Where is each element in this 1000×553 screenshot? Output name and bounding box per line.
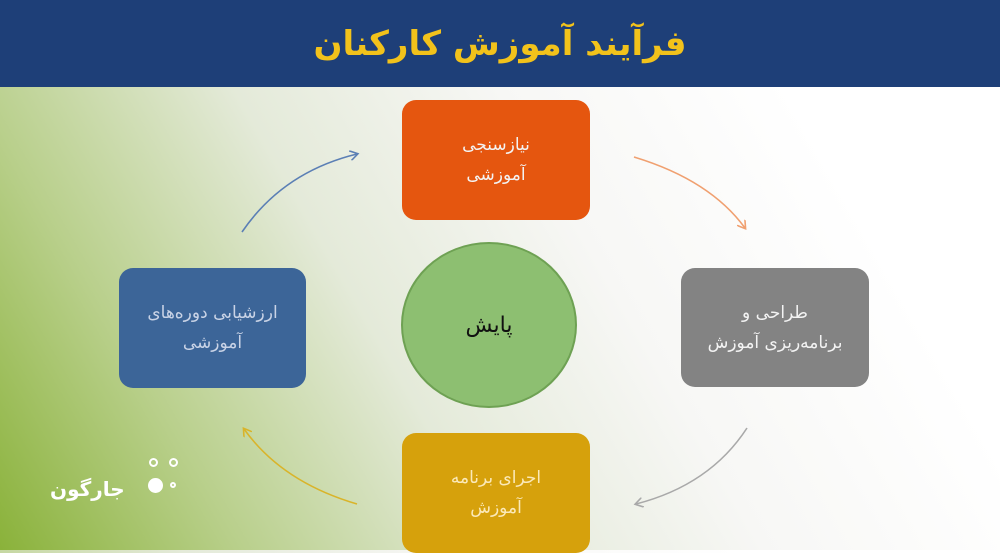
logo-dot-large (148, 478, 163, 493)
page-title: فرآیند آموزش کارکنان (313, 23, 687, 64)
step-design-planning: طراحی و برنامه‌ریزی آموزش (681, 268, 869, 387)
brand-logo-text: جارگون (50, 477, 125, 501)
brand-logo: جارگون (50, 455, 190, 505)
step-implementation: اجرای برنامه آموزش (402, 433, 590, 553)
step-evaluation-line1: ارزشیابی دوره‌های (147, 303, 278, 323)
step-needs-assessment-line1: نیازسنجی (462, 135, 530, 155)
step-implementation-line2: آموزش (470, 498, 522, 518)
step-evaluation: ارزشیابی دوره‌های آموزشی (119, 268, 306, 388)
arrow-right-to-bottom (636, 427, 748, 504)
monitoring-circle: پایش (401, 242, 577, 408)
step-design-planning-line1: طراحی و (742, 302, 808, 323)
monitoring-label: پایش (465, 312, 513, 338)
arrow-top-to-right (633, 156, 745, 228)
arrow-left-to-top (241, 154, 357, 233)
step-needs-assessment: نیازسنجی آموزشی (402, 100, 590, 220)
step-design-planning-line2: برنامه‌ریزی آموزش (707, 332, 843, 353)
arrow-bottom-to-left (244, 429, 358, 505)
step-evaluation-line2: آموزشی (182, 333, 243, 353)
logo-dot-tiny (170, 482, 176, 488)
header-bar: فرآیند آموزش کارکنان (0, 0, 1000, 87)
step-implementation-line1: اجرای برنامه (450, 468, 542, 488)
logo-dot-small-1 (149, 458, 158, 467)
logo-dot-small-2 (169, 458, 178, 467)
step-needs-assessment-line2: آموزشی (466, 165, 526, 185)
